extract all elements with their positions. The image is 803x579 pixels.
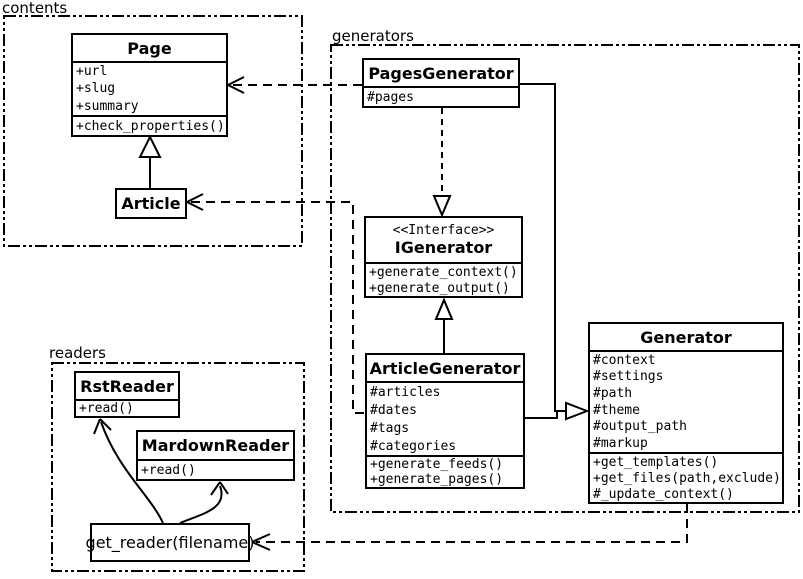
arrowhead-at-rstreader [93,418,112,435]
member-row: #_update_context() [593,486,734,502]
function-get-reader-label: get_reader(filename) [85,533,255,552]
package-border-generators [330,44,800,513]
member-row: +generate_feeds() [370,457,504,472]
edge-pagesgenerator-to-generator [520,83,566,412]
class-generator-attributes: #context #settings #path #theme #output_… [590,352,782,452]
class-page: Page +url +slug +summary +check_properti… [71,33,228,137]
class-page-name: Page [127,38,172,58]
class-igenerator-methods: +generate_context() +generate_output() [366,264,521,296]
class-article: Article [115,188,187,219]
class-pagesgenerator-name: PagesGenerator [368,63,514,83]
edge-articlegenerator-to-article-dependency [191,201,364,414]
class-rstreader-name: RstReader [80,376,174,396]
class-rstreader: RstReader +read() [74,371,180,418]
class-mardownreader-name: MardownReader [141,436,290,455]
member-row: #markup [593,436,648,452]
edge-getreader-to-rstreader [100,421,164,524]
class-generator-methods: +get_templates() +get_files(path,exclude… [590,452,782,502]
package-label-generators: generators [332,27,414,45]
class-articlegenerator-methods: +generate_feeds() +generate_pages() [367,455,523,487]
member-row: +get_files(path,exclude) [593,470,781,486]
class-page-methods: +check_properties() [73,115,226,135]
class-generator: Generator #context #settings #path #them… [588,322,784,504]
triangle-to-igenerator-top [432,195,452,218]
member-row: #context [593,352,656,368]
class-mardownreader-methods: +read() [138,461,293,479]
member-row: +url [76,64,108,80]
class-page-title: Page [73,35,226,63]
package-border-readers [51,362,305,572]
class-article-name: Article [121,194,181,213]
member-row: +read() [79,401,134,416]
class-articlegenerator: ArticleGenerator #articles #dates #tags … [365,353,525,489]
class-mardownreader-title: MardownReader [138,432,293,461]
class-pagesgenerator: PagesGenerator #pages [362,58,520,108]
edge-getreader-to-mardownreader [179,485,223,524]
member-row: +get_templates() [593,454,719,470]
arrowhead-at-getreader [251,533,271,551]
class-igenerator-name: IGenerator [394,238,493,257]
class-igenerator-stereotype: <<Interface>> [392,223,495,238]
triangle-to-igenerator-bottom [434,297,454,320]
arrowhead-at-page [227,76,245,94]
class-articlegenerator-title: ArticleGenerator [367,355,523,383]
triangle-to-page [138,134,162,158]
member-row: +check_properties() [76,118,225,134]
member-row: #pages [367,89,414,105]
member-row: #tags [370,420,410,436]
edge-generator-to-getreader-dependency [256,504,688,543]
arrowhead-at-mardownreader [210,481,229,496]
member-row: +read() [141,462,196,478]
member-row: #articles [370,384,441,400]
class-igenerator: <<Interface>> IGenerator +generate_conte… [364,216,523,298]
member-row: +summary [76,98,139,114]
member-row: +generate_context() [369,264,518,280]
member-row: #categories [370,438,457,454]
member-row: +generate_output() [369,280,510,296]
package-label-contents: contents [2,0,68,17]
arrowhead-at-article [186,193,204,211]
class-pagesgenerator-attributes: #pages [364,88,518,106]
class-pagesgenerator-title: PagesGenerator [364,60,518,88]
class-articlegenerator-attributes: #articles #dates #tags #categories [367,383,523,455]
class-generator-title: Generator [590,324,782,352]
class-mardownreader: MardownReader +read() [136,430,295,481]
member-row: #settings [593,369,664,385]
member-row: +generate_pages() [370,472,504,487]
edge-articlegenerator-to-generator [525,411,558,419]
class-generator-name: Generator [640,327,732,347]
member-row: +slug [76,81,116,97]
class-page-attributes: +url +slug +summary [73,63,226,115]
package-label-readers: readers [49,344,106,362]
member-row: #path [593,386,633,402]
member-row: #theme [593,402,640,418]
member-row: #output_path [593,419,687,435]
member-row: #dates [370,402,417,418]
class-rstreader-title: RstReader [76,373,178,401]
class-articlegenerator-name: ArticleGenerator [369,358,521,378]
package-border-contents [3,15,303,247]
class-rstreader-methods: +read() [76,401,178,416]
function-get-reader: get_reader(filename) [86,523,254,562]
triangle-to-generator [565,401,590,421]
class-igenerator-title: <<Interface>> IGenerator [366,218,521,264]
